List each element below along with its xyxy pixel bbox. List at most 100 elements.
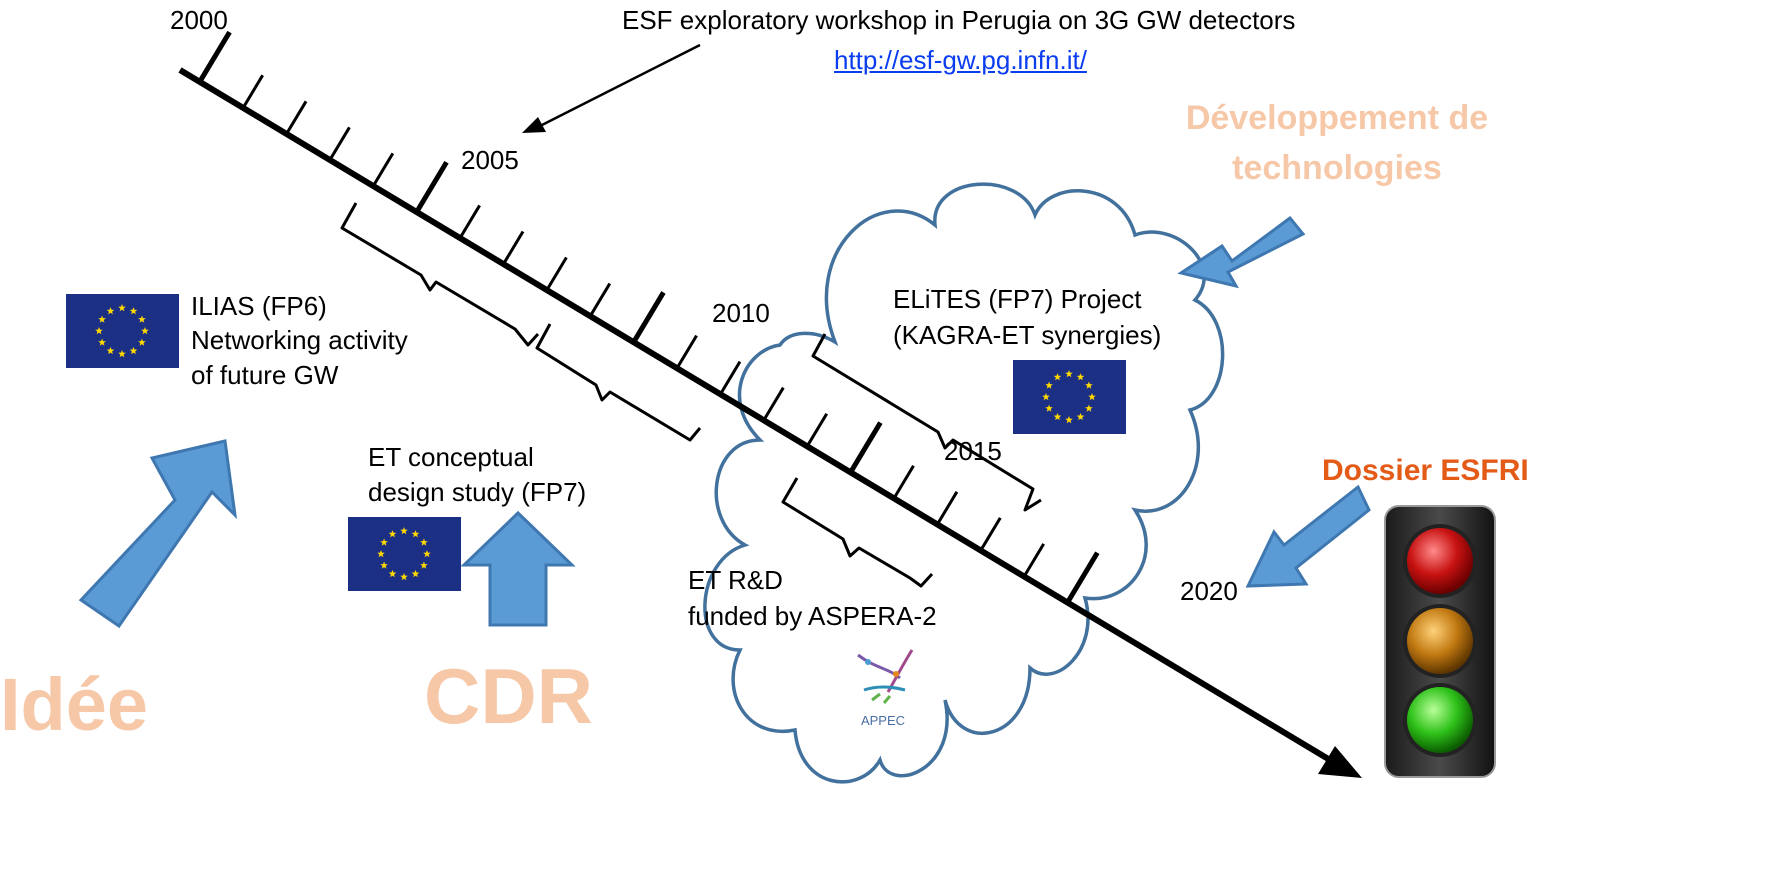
eu-star-icon [400, 527, 408, 535]
eu-star-icon [388, 569, 397, 578]
timeline-tick [631, 291, 666, 344]
eu-star-icon [98, 315, 106, 323]
eu-star-icon [1076, 412, 1085, 421]
eu-star-icon [129, 307, 138, 315]
timeline-tick [197, 30, 232, 84]
timeline-tick [285, 100, 308, 135]
et-rd-line-2: funded by ASPERA-2 [688, 601, 937, 631]
eu-star-icon [98, 338, 106, 346]
timeline-tick [762, 386, 785, 422]
ilias-title: ILIAS (FP6) [191, 291, 327, 321]
eu-star-icon [388, 530, 397, 538]
year-label-2020: 2020 [1180, 576, 1238, 606]
workshop-link[interactable]: http://esf-gw.pg.infn.it/ [834, 45, 1087, 75]
svg-text:APPEC: APPEC [861, 713, 905, 728]
eu-star-icon [118, 350, 126, 358]
timeline-tick [979, 517, 1002, 552]
timeline-tick [458, 204, 481, 239]
arrow-idee [78, 439, 238, 629]
eu-star-icon [380, 561, 388, 569]
eu-star-icon [1076, 373, 1085, 381]
arrow-tech [1177, 215, 1306, 289]
workshop-text: ESF exploratory workshop in Perugia on 3… [622, 5, 1296, 35]
et-cds-title: ET conceptual [368, 442, 534, 472]
eu-flag-icon [348, 517, 461, 591]
eu-star-icon [1085, 404, 1093, 412]
workshop-pointer-head [522, 117, 546, 133]
eu-star-icon [420, 561, 428, 569]
year-label-2015: 2015 [944, 436, 1002, 466]
eu-star-icon [411, 569, 420, 578]
eu-star-icon [118, 304, 126, 312]
eu-star-icon [1042, 393, 1050, 401]
timeline-tick [588, 282, 612, 317]
eu-star-icon [1045, 404, 1053, 412]
timeline-tick [545, 256, 568, 291]
phase-idee: Idée [0, 663, 149, 746]
traffic-light-icon [1384, 505, 1496, 778]
appec-logo: APPEC [857, 649, 914, 728]
eu-star-icon [1085, 381, 1093, 389]
arrow-cdr [460, 510, 576, 627]
brace-ilias [340, 202, 540, 347]
timeline-ticks [197, 30, 1100, 604]
eu-star-icon [380, 538, 388, 546]
et-rd-title: ET R&D [688, 565, 783, 595]
eu-flag-icon [66, 294, 179, 368]
eu-star-icon [423, 550, 431, 558]
eu-star-icon [420, 538, 428, 546]
eu-star-icon [138, 315, 146, 323]
eu-star-icon [129, 346, 138, 355]
timeline-tick [1065, 551, 1100, 604]
brace-elites [811, 333, 1042, 512]
brace-et-rd [781, 477, 934, 588]
year-label-2005: 2005 [461, 145, 519, 175]
eu-star-icon [106, 307, 115, 315]
eu-star-icon [1065, 370, 1073, 378]
timeline-tick [502, 230, 525, 265]
cloud-outline [703, 182, 1225, 784]
timeline-tick [1022, 543, 1045, 578]
ilias-line-2: Networking activity [191, 325, 408, 355]
eu-star-icon [400, 573, 408, 581]
phase-tech-line-2: technologies [1232, 149, 1442, 187]
eu-star-icon [1053, 373, 1062, 381]
eu-star-icon [106, 346, 115, 355]
timeline-arrowhead [1318, 746, 1362, 778]
eu-star-icon [95, 327, 103, 335]
timeline-tick [328, 126, 351, 161]
phase-cdr: CDR [424, 652, 593, 740]
brace-et-cds [535, 323, 702, 442]
phase-tech: Développement de technologies [1168, 93, 1506, 193]
arrow-esfri [1245, 484, 1371, 588]
phase-esfri: Dossier ESFRI [1322, 454, 1529, 487]
eu-star-icon [377, 550, 385, 558]
elites-title: ELiTES (FP7) Project [893, 284, 1142, 314]
eu-flag-icon [1013, 360, 1126, 434]
eu-star-icon [141, 327, 149, 335]
year-label-2000: 2000 [170, 5, 228, 35]
timeline-tick [892, 465, 915, 500]
timeline-tick [805, 412, 829, 448]
workshop-pointer [539, 43, 701, 128]
et-cds-line-2: design study (FP7) [368, 477, 587, 507]
eu-star-icon [1088, 393, 1096, 401]
eu-star-icon [138, 338, 146, 346]
ilias-line-3: of future GW [191, 360, 339, 390]
timeline-tick [936, 491, 959, 526]
timeline-tick [371, 152, 395, 187]
year-label-2010: 2010 [712, 298, 770, 328]
eu-star-icon [411, 530, 420, 538]
timeline-tick [675, 334, 698, 369]
timeline-tick [719, 360, 742, 396]
timeline-tick [848, 421, 883, 474]
eu-star-icon [1053, 412, 1062, 421]
phase-tech-line-1: Développement de [1185, 99, 1489, 137]
eu-star-icon [1045, 381, 1053, 389]
elites-line-2: (KAGRA-ET synergies) [893, 320, 1162, 350]
timeline-axis [178, 67, 1332, 763]
eu-star-icon [1065, 416, 1073, 424]
timeline-tick [414, 160, 449, 214]
timeline-tick [241, 74, 264, 109]
